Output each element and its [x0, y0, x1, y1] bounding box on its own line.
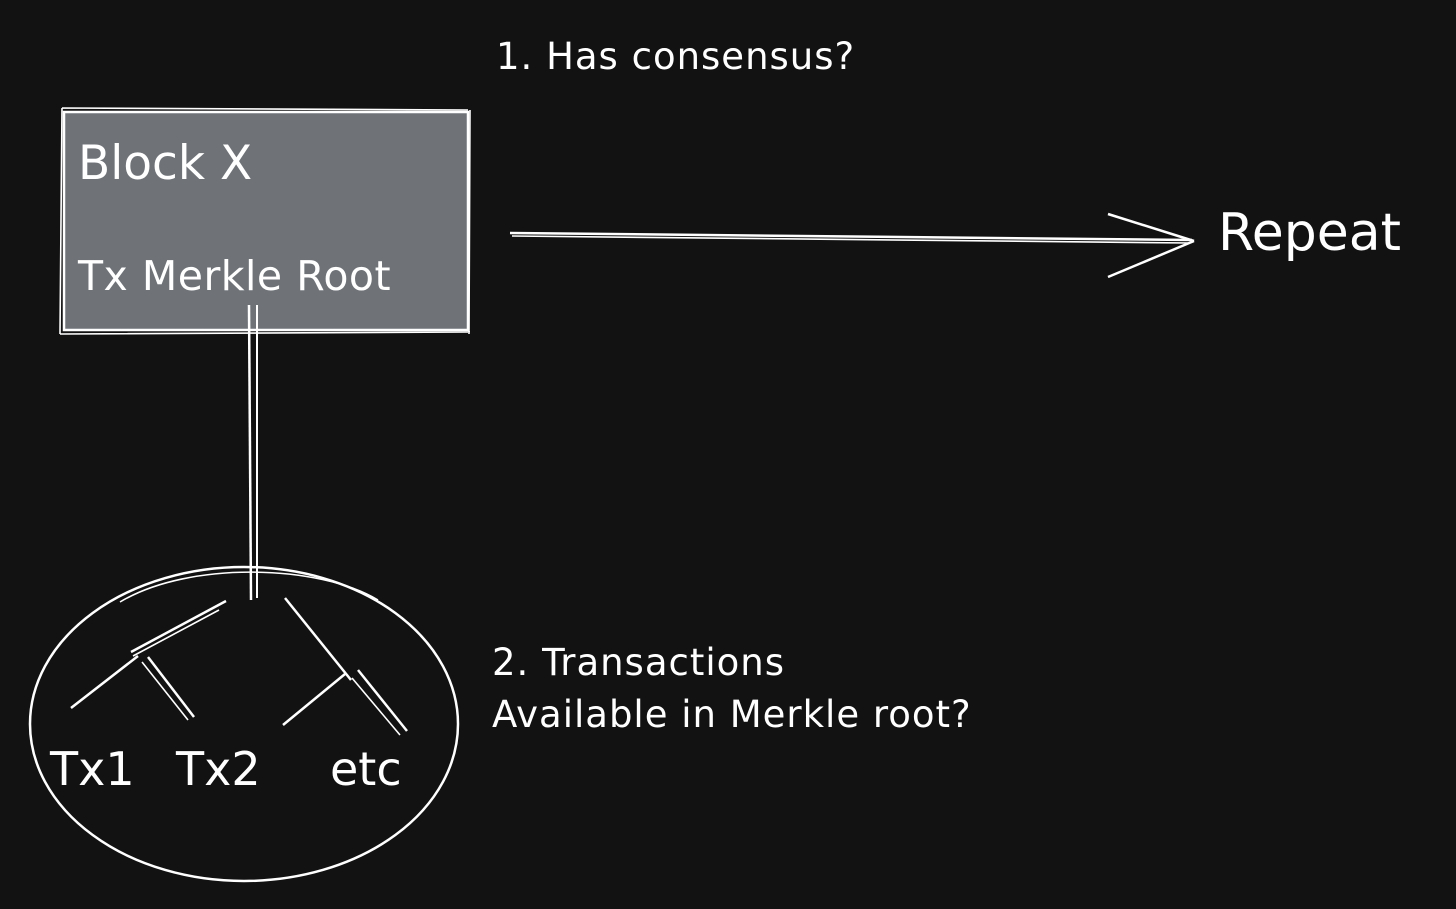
repeat-arrow — [509, 212, 1195, 279]
transactions-note-line-2: Available in Merkle root? — [492, 692, 972, 736]
merkle-connector-line — [247, 304, 258, 601]
merkle-root-label: Tx Merkle Root — [78, 252, 392, 300]
tree-branches — [70, 597, 408, 736]
block-box — [59, 107, 471, 335]
block-title: Block X — [78, 136, 253, 191]
tree-leaf-tx2: Tx2 — [176, 742, 261, 796]
consensus-note: 1. Has consensus? — [496, 35, 856, 78]
tree-leaf-tx1: Tx1 — [50, 742, 135, 796]
transactions-note-line-1: 2. Transactions — [492, 641, 786, 684]
tree-ellipse — [28, 565, 460, 883]
transactions-note: 2. Transactions Available in Merkle root… — [492, 637, 972, 741]
repeat-label: Repeat — [1218, 203, 1402, 263]
tree-leaf-etc: etc — [330, 742, 402, 796]
